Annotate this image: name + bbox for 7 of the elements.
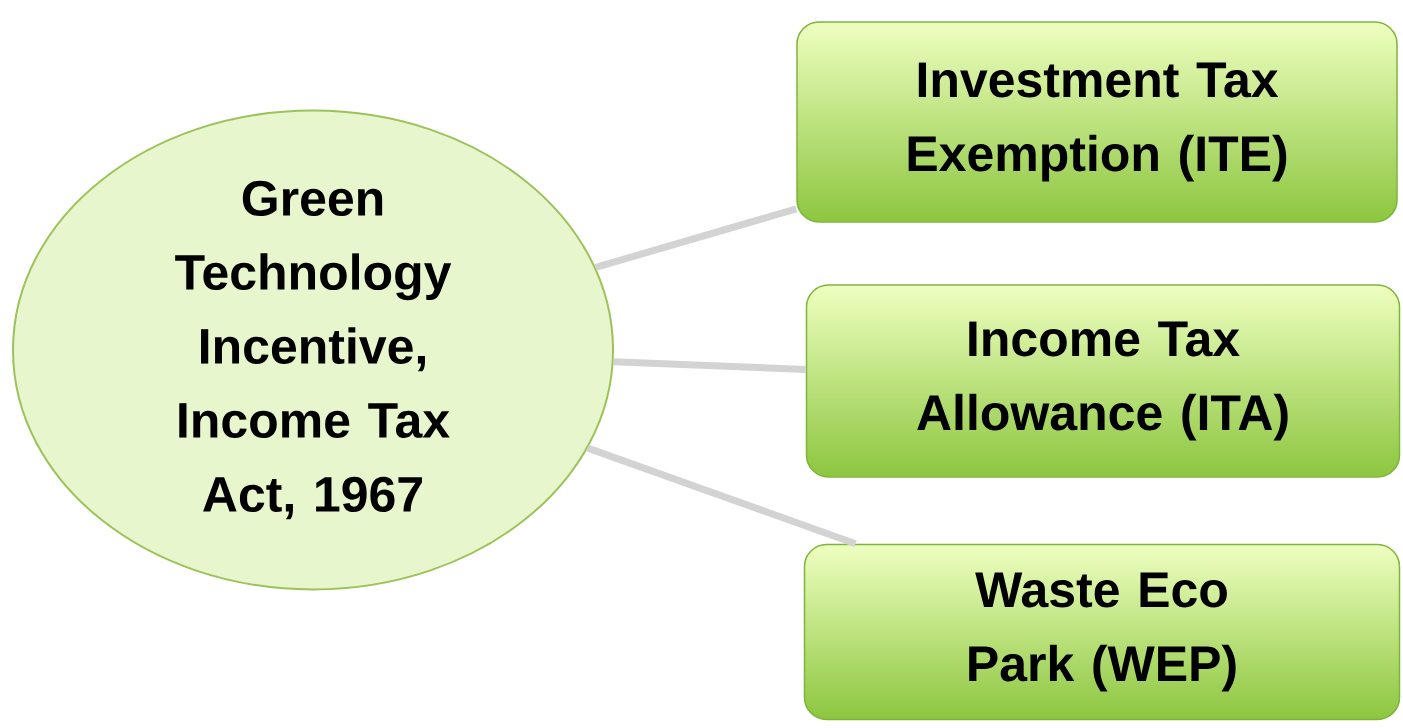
rounded-box: Waste Eco Park (WEP) <box>803 543 1401 721</box>
rounded-box: Income Tax Allowance (ITA) <box>805 284 1401 478</box>
connector-line <box>613 358 806 373</box>
rounded-box: Investment Tax Exemption (ITE) <box>796 21 1398 223</box>
oval: Green Technology Incentive, Income Tax Act, 1967 <box>12 109 614 591</box>
connector-line <box>594 205 798 271</box>
connector-line <box>586 444 857 548</box>
